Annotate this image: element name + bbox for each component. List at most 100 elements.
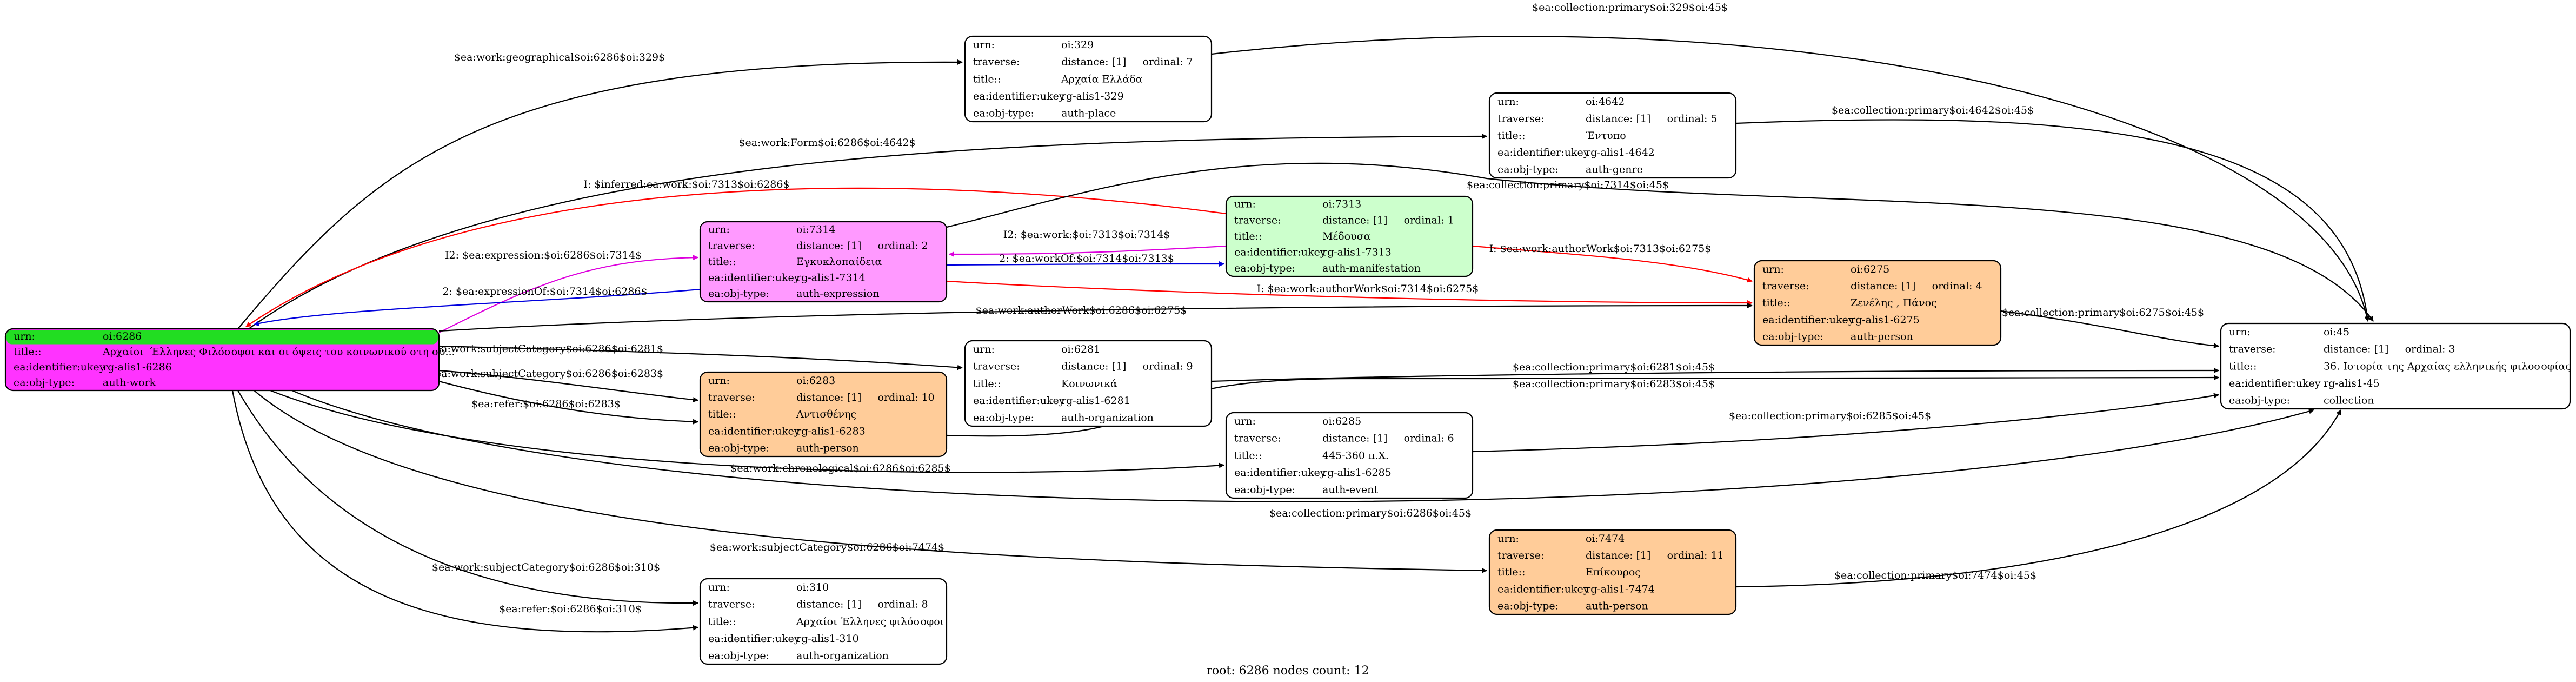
node-field-value: Εγκυκλοπαίδεια xyxy=(796,256,882,268)
node-field-value: auth-organization xyxy=(1061,412,1154,424)
edge-label: $ea:work:chronological$oi:6286$oi:6285$ xyxy=(730,462,950,474)
node-box xyxy=(1225,195,1474,277)
edge-label: $ea:collection:primary$oi:6286$oi:45$ xyxy=(1269,507,1472,519)
node-field-value: Κοινωνικά xyxy=(1061,378,1117,389)
node-field-value: auth-expression xyxy=(796,288,880,300)
node-field-value: auth-person xyxy=(796,442,859,454)
node-field-key: urn: xyxy=(1234,198,1256,210)
edge-line xyxy=(231,390,698,633)
node-field-key: title:: xyxy=(973,378,1001,389)
edge-line xyxy=(946,162,2374,322)
node-field-key: ea:identifier:ukey xyxy=(1497,583,1589,595)
node-header-band xyxy=(6,330,438,345)
node-box xyxy=(2220,322,2571,410)
edge-label: $ea:work:authorWork$oi:6286$oi:6275$ xyxy=(976,304,1187,316)
node-field-key: urn: xyxy=(1497,533,1519,545)
node-field-key: urn: xyxy=(708,581,730,593)
node-field-key: ea:identifier:ukey xyxy=(1497,147,1589,158)
node-field-value: distance: [1] ordinal: 1 xyxy=(1322,214,1454,226)
edge-line xyxy=(438,369,698,403)
node-field-value: rg-alis1-329 xyxy=(1061,90,1124,102)
node-field-value: oi:6283 xyxy=(796,375,835,387)
node-field-key: urn: xyxy=(2229,326,2251,338)
node-field-key: ea:obj-type: xyxy=(973,412,1034,424)
edge-label: $ea:collection:primary$oi:329$oi:45$ xyxy=(1532,2,1728,14)
node-field-value: rg-alis1-6285 xyxy=(1322,467,1392,479)
node-field-value: auth-place xyxy=(1061,108,1116,120)
edge-line xyxy=(254,390,1487,573)
node-field-key: traverse: xyxy=(1497,549,1545,561)
node-field-key: traverse: xyxy=(1762,280,1809,292)
edge-label: $ea:work:Form$oi:6286$oi:4642$ xyxy=(738,137,915,149)
node-field-value: distance: [1] ordinal: 11 xyxy=(1586,549,1724,561)
edge-label: $ea:collection:primary$oi:6283$oi:45$ xyxy=(1513,378,1715,390)
node-field-key: title:: xyxy=(708,408,736,420)
edge-label: $ea:collection:primary$oi:7314$oi:45$ xyxy=(1467,179,1669,191)
node-field-value: distance: [1] ordinal: 8 xyxy=(796,599,928,611)
node-field-value: oi:329 xyxy=(1061,39,1094,51)
edge-line xyxy=(438,255,698,333)
edge-label: $ea:refer:$oi:6286$oi:310$ xyxy=(499,603,642,615)
node-oi-7313[interactable]: urn: oi:7313 traverse: distance: [1] ordina… xyxy=(1225,195,1474,277)
edge-line xyxy=(1211,368,2219,382)
node-field-key: traverse: xyxy=(1234,433,1281,445)
node-field-value: 36. Ιστορία της Αρχαίας ελληνικής φιλοσο… xyxy=(2324,360,2571,372)
node-field-key: traverse: xyxy=(1234,214,1281,226)
node-field-value: auth-person xyxy=(1586,600,1648,612)
node-field-key: ea:obj-type: xyxy=(1234,484,1295,496)
edge-label: I: $ea:work:authorWork$oi:7314$oi:6275$ xyxy=(1257,283,1479,295)
node-field-key: ea:identifier:ukey xyxy=(1234,247,1326,259)
edge-line xyxy=(237,390,698,606)
edge-line xyxy=(254,288,701,326)
node-box xyxy=(699,371,948,458)
node-field-value: Αντισθένης xyxy=(796,408,856,420)
edge-label: I: $ea:work:authorWork$oi:7313$oi:6275$ xyxy=(1489,243,1712,255)
node-field-key: ea:identifier:ukey xyxy=(973,90,1065,102)
node-field-value: rg-alis1-45 xyxy=(2324,378,2380,389)
node-field-value: rg-alis1-6275 xyxy=(1851,314,1920,326)
edge-label: $ea:collection:primary$oi:6281$oi:45$ xyxy=(1513,361,1715,373)
edge-line xyxy=(438,303,1753,332)
edge-line xyxy=(438,345,963,370)
node-field-key: title:: xyxy=(1234,230,1262,242)
node-field-value: oi:6281 xyxy=(1061,343,1100,355)
node-field-key: title:: xyxy=(1497,130,1525,142)
edge-line xyxy=(949,245,1227,257)
node-box xyxy=(1488,529,1737,615)
node-field-value: rg-alis1-4642 xyxy=(1586,147,1655,158)
edge-label: $ea:collection:primary$oi:4642$oi:45$ xyxy=(1832,104,2034,116)
node-field-value: Αρχαίοι Έλληνες φιλόσοφοι xyxy=(796,615,944,627)
node-field-value: oi:6285 xyxy=(1322,415,1361,427)
edge-line xyxy=(438,380,698,425)
edge-label: I2: $ea:work:$oi:7313$oi:7314$ xyxy=(1003,229,1170,241)
node-box xyxy=(1225,412,1474,499)
node-box xyxy=(699,221,948,303)
edge-label: $ea:collection:primary$oi:6285$oi:45$ xyxy=(1729,410,1931,422)
node-field-value: rg-alis1-7474 xyxy=(1586,583,1655,595)
node-field-key: ea:obj-type: xyxy=(1762,331,1823,343)
node-field-key: ea:identifier:ukey xyxy=(708,425,800,437)
node-field-key: urn: xyxy=(14,330,35,342)
node-field-value: oi:6275 xyxy=(1851,263,1889,275)
node-field-value: oi:7313 xyxy=(1322,198,1361,210)
node-field-key: ea:obj-type: xyxy=(1497,164,1559,176)
node-field-value: collection xyxy=(2324,395,2374,407)
node-field-key: title:: xyxy=(2229,360,2257,372)
node-field-key: ea:identifier:ukey xyxy=(1762,314,1854,326)
node-field-key: urn: xyxy=(973,39,995,51)
node-field-value: rg-alis1-7314 xyxy=(796,272,866,284)
node-field-value: rg-alis1-6281 xyxy=(1061,395,1130,407)
edge-line xyxy=(270,389,1224,473)
